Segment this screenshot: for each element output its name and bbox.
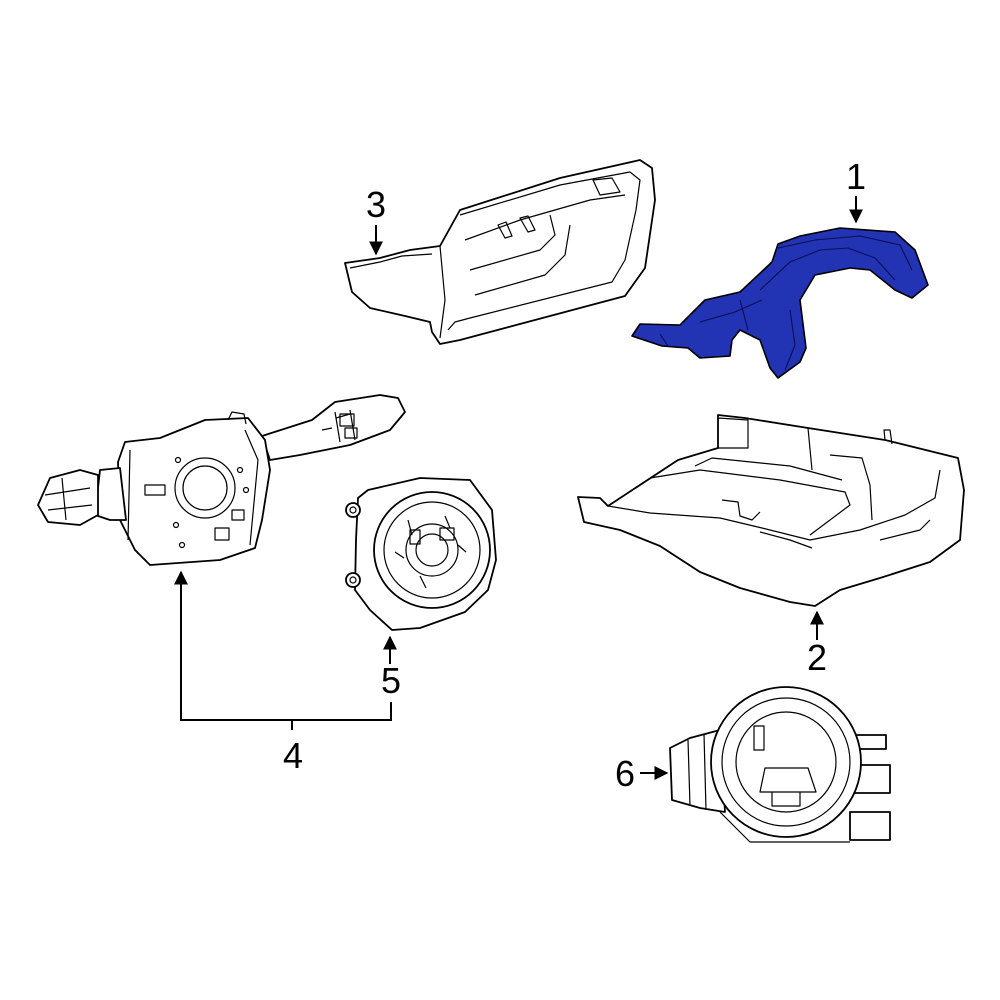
callout-6[interactable]: 6 (615, 753, 635, 794)
part-1-lower-shroud[interactable] (631, 227, 929, 379)
callout-1[interactable]: 1 (846, 156, 866, 197)
part-5-clock-spring[interactable] (345, 477, 497, 631)
part-2-lower-panel[interactable] (577, 414, 965, 607)
part-3-upper-shroud[interactable] (344, 159, 656, 345)
callout-2[interactable]: 2 (807, 637, 827, 678)
part-6-ignition-ring[interactable] (669, 686, 891, 843)
part-4-combination-switch[interactable] (37, 394, 406, 566)
callout-5[interactable]: 5 (381, 660, 401, 701)
leader-4-bracket (180, 572, 392, 721)
callout-3[interactable]: 3 (366, 184, 386, 225)
callout-4[interactable]: 4 (283, 735, 303, 776)
